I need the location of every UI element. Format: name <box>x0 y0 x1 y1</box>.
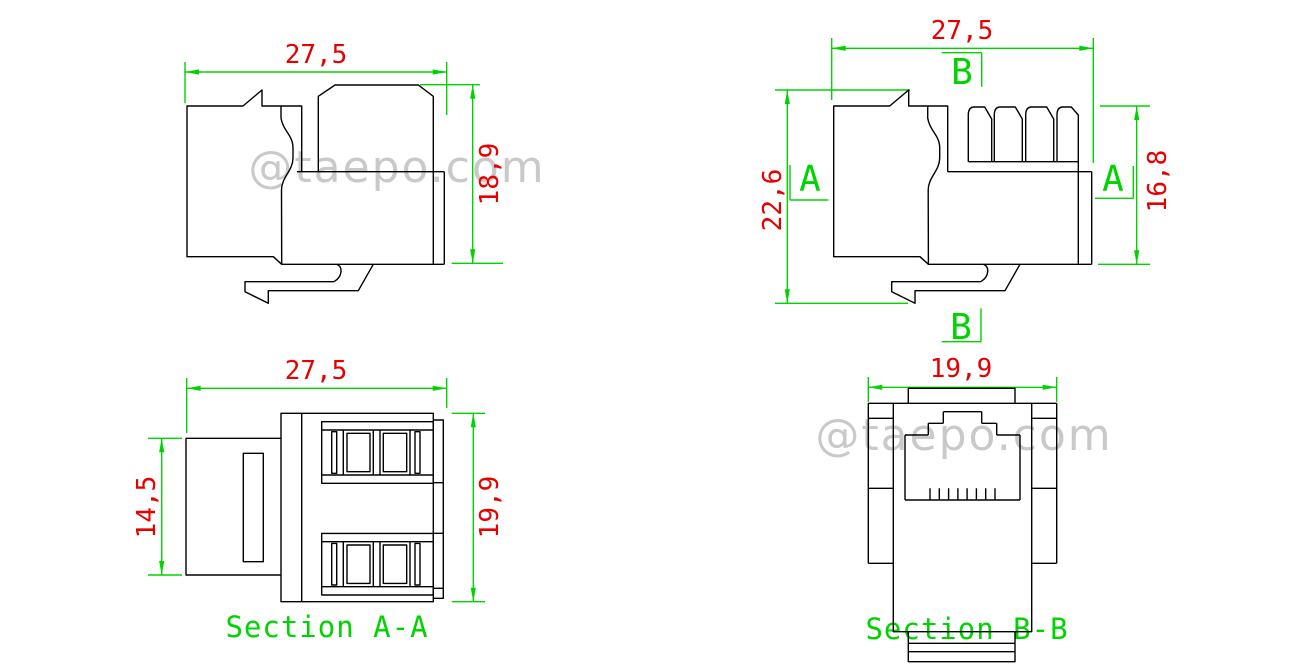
v3-front-block <box>185 437 281 576</box>
arrow-right-icon <box>432 69 447 75</box>
v3-front-slot <box>242 452 265 563</box>
dimension-text: 27,5 18,9 27,5 22,6 16,8 27,5 14,5 19,9 … <box>132 16 1173 538</box>
arrow-left-icon <box>185 69 199 75</box>
watermark-layer: @taepo.com @taepo.com <box>248 142 1112 461</box>
v2-latch-hook <box>891 263 1021 304</box>
arrow-left-icon <box>868 384 883 390</box>
arrow-left-icon <box>186 385 201 391</box>
v3-contact-window <box>382 432 408 473</box>
section-marker-b-bottom: B <box>950 307 972 348</box>
arrow-down-icon <box>470 249 476 264</box>
v3-body-height-extension-lines <box>451 412 485 603</box>
v4-top-tab <box>907 387 1016 404</box>
v2-total-height-extension-lines <box>775 89 910 304</box>
section-marker-a-right: A <box>1102 159 1124 200</box>
arrow-down-icon <box>470 587 476 602</box>
watermark-top-left: @taepo.com <box>248 142 545 193</box>
view-section-bb <box>867 387 1058 663</box>
v2-idc-tower <box>1025 106 1055 162</box>
v1-back-housing <box>317 84 434 265</box>
v1-height-value: 18,9 <box>475 143 505 206</box>
v4-inner-box <box>892 403 1033 633</box>
v3-front-height-value: 14,5 <box>132 476 162 539</box>
v3-main-body <box>280 412 435 603</box>
v4-width-value: 19,9 <box>930 354 993 384</box>
arrow-up-icon <box>159 438 165 453</box>
section-marker-a-left: A <box>799 159 821 200</box>
v4-bottom-stub <box>907 631 1016 663</box>
v1-width-extension-lines <box>184 62 448 115</box>
v1-height-extension-lines <box>420 84 503 264</box>
arrow-right-icon <box>1079 45 1094 51</box>
dimension-arrowheads <box>159 45 1140 602</box>
v2-idc-tower <box>967 106 993 162</box>
v4-width-extension-lines <box>867 377 1058 402</box>
v2-front-housing <box>833 89 941 265</box>
section-marker-b-top: B <box>951 52 973 93</box>
v3-width-extension-lines <box>186 378 448 433</box>
v2-body-height-value: 16,8 <box>1143 150 1173 213</box>
arrow-up-icon <box>1134 106 1140 120</box>
v2-total-height-value: 22,6 <box>758 169 788 232</box>
v1-front-housing <box>186 89 294 265</box>
arrow-down-icon <box>1134 250 1140 265</box>
arrow-left-icon <box>831 45 846 51</box>
v4-flange-ticks <box>868 417 1057 489</box>
view-side-back <box>833 89 1093 304</box>
v3-contact-window-row <box>321 421 435 485</box>
v3-body-height-value: 19,9 <box>475 476 505 539</box>
v4-contact-pins <box>929 488 996 500</box>
v3-front-height-extension-lines <box>148 437 182 576</box>
v2-idc-tower <box>993 106 1023 162</box>
v4-outer-shell <box>867 402 1058 564</box>
v2-marker-a-left-bracket <box>789 165 829 201</box>
v2-width-value: 27,5 <box>931 16 994 46</box>
section-markers-and-labels: B B A A Section A-A Section B-B <box>225 52 1124 646</box>
arrow-down-icon <box>159 561 165 575</box>
v2-idc-tower <box>1056 106 1079 162</box>
arrow-right-icon <box>1042 384 1057 390</box>
v2-body-height-extension-lines <box>1098 105 1150 265</box>
v2-recess-edge <box>927 105 949 172</box>
arrow-right-icon <box>432 385 447 391</box>
v3-narrow-slot <box>331 431 338 475</box>
part-outlines <box>185 84 1093 663</box>
v3-right-column <box>433 419 444 599</box>
v1-width-value: 27,5 <box>285 40 348 70</box>
watermark-bottom-right: @taepo.com <box>815 410 1112 461</box>
v2-marker-b-bottom-bracket <box>941 308 982 343</box>
v3-narrow-slot <box>414 431 421 475</box>
arrow-up-icon <box>470 413 476 428</box>
v3-contact-window <box>346 432 371 473</box>
section-bb-label: Section B-B <box>865 612 1068 646</box>
v1-recess-edge <box>281 105 303 172</box>
v2-marker-b-top-bracket <box>941 52 983 87</box>
arrow-down-icon <box>784 289 790 304</box>
arrow-up-icon <box>470 84 476 99</box>
v3-width-value: 27,5 <box>285 356 348 386</box>
v1-latch-hook <box>244 263 374 304</box>
v2-marker-a-right-bracket <box>1095 166 1134 199</box>
arrow-up-icon <box>784 90 790 104</box>
dimension-lines <box>148 38 1150 603</box>
view-section-aa <box>185 412 444 603</box>
v4-rj-keyway <box>904 411 1021 501</box>
section-aa-label: Section A-A <box>225 610 428 644</box>
view-side-front <box>186 84 445 304</box>
